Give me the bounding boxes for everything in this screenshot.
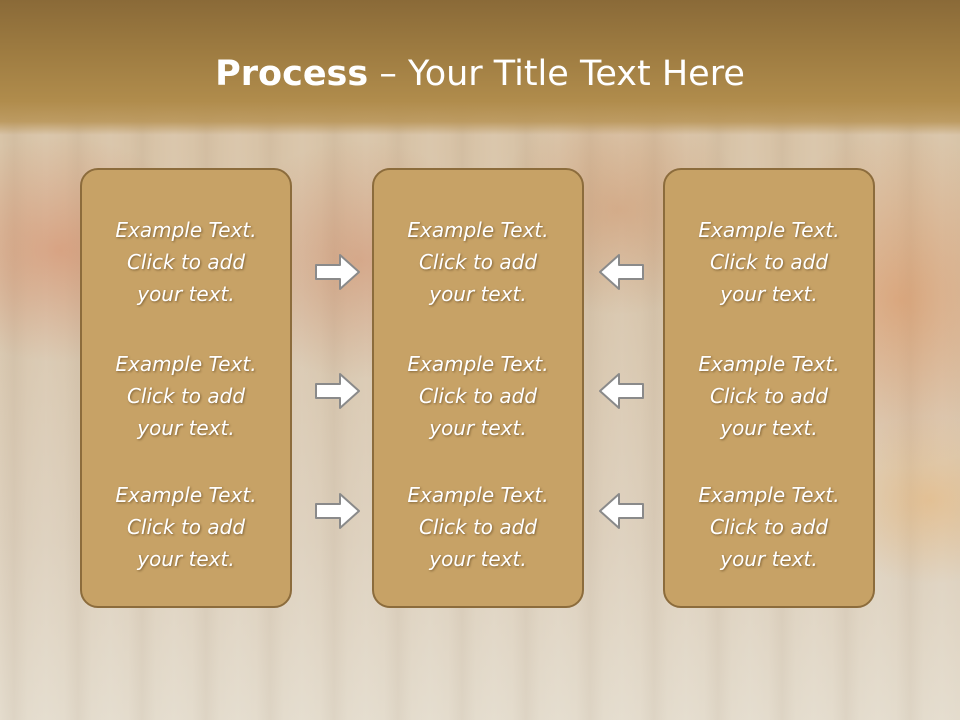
left-arrow-icon <box>599 254 644 290</box>
right-arrow-icon <box>315 254 360 290</box>
left-arrow-icon <box>599 373 644 409</box>
placeholder-text[interactable]: Example Text. Click to add your text. <box>407 352 549 440</box>
process-box-right[interactable]: Example Text. Click to add your text. Ex… <box>663 168 875 608</box>
right-arrow-icon <box>315 493 360 529</box>
placeholder-text[interactable]: Example Text. Click to add your text. <box>407 218 549 306</box>
process-box-left[interactable]: Example Text. Click to add your text. Ex… <box>80 168 292 608</box>
slide-title[interactable]: Process – Your Title Text Here <box>0 52 960 96</box>
placeholder-text[interactable]: Example Text. Click to add your text. <box>115 483 257 571</box>
title-rest: – Your Title Text Here <box>368 54 745 94</box>
placeholder-text[interactable]: Example Text. Click to add your text. <box>698 352 840 440</box>
placeholder-text[interactable]: Example Text. Click to add your text. <box>115 218 257 306</box>
left-arrow-icon <box>599 493 644 529</box>
right-arrow-icon <box>315 373 360 409</box>
placeholder-text[interactable]: Example Text. Click to add your text. <box>115 352 257 440</box>
placeholder-text[interactable]: Example Text. Click to add your text. <box>407 483 549 571</box>
title-bold: Process <box>215 54 369 94</box>
placeholder-text[interactable]: Example Text. Click to add your text. <box>698 218 840 306</box>
process-box-middle[interactable]: Example Text. Click to add your text. Ex… <box>372 168 584 608</box>
title-banner <box>0 0 960 135</box>
placeholder-text[interactable]: Example Text. Click to add your text. <box>698 483 840 571</box>
